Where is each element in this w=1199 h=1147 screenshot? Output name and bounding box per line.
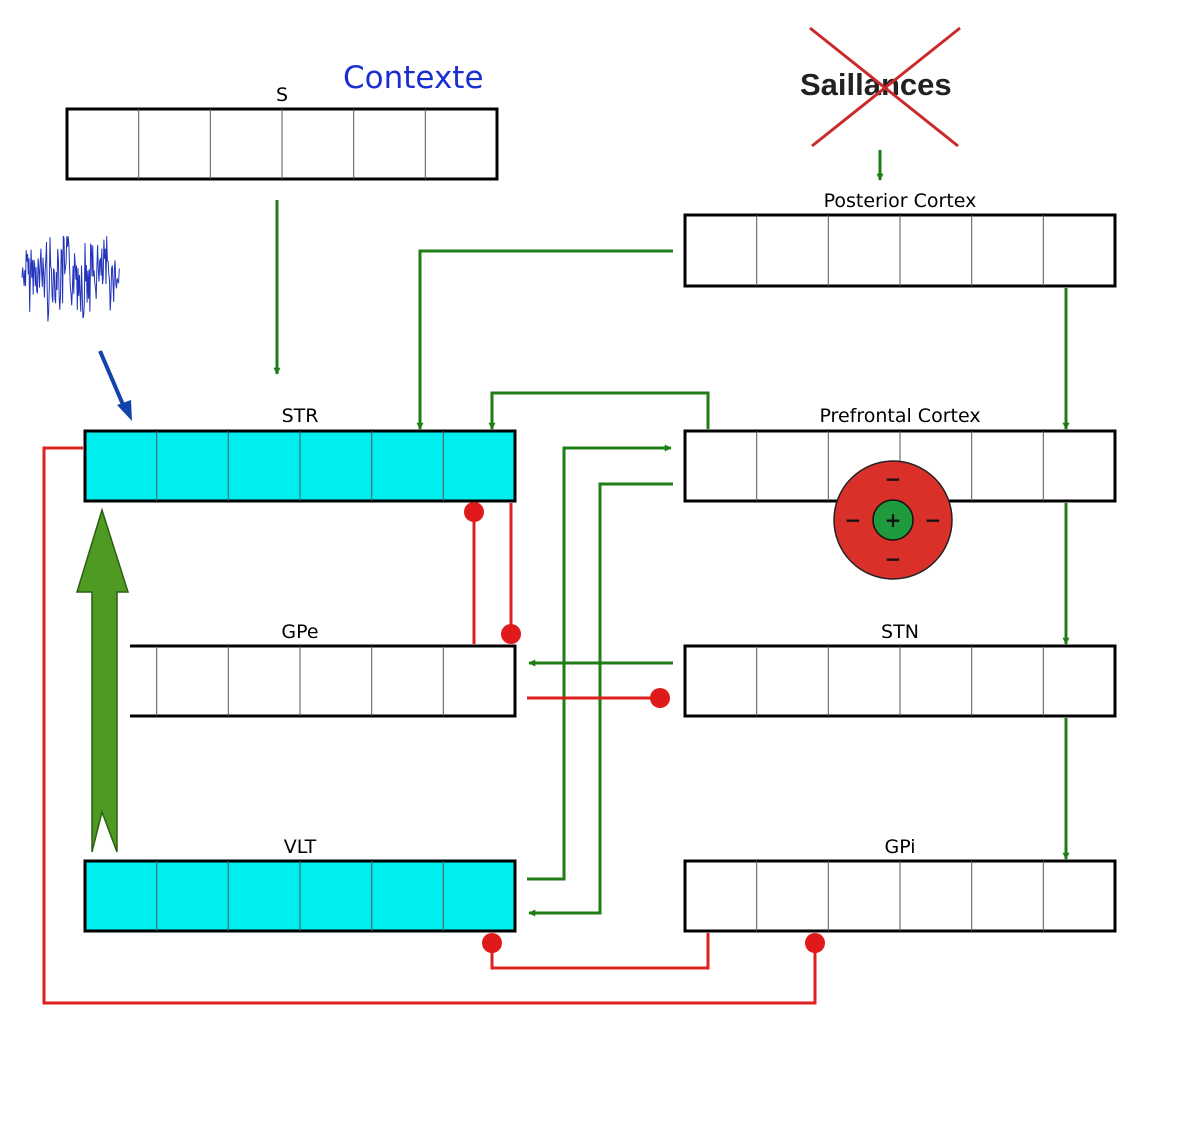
center-surround-icon: + − − − − [833,460,953,580]
s-label: S [276,84,288,106]
arrow-vlt-to-prefrontal [527,444,672,881]
arrow-noise-to-str [98,350,126,408]
inhibit-dot-stn [650,688,670,708]
layer-gpi [683,859,1117,933]
stn-label: STN [881,621,919,643]
inhibit-dot-str [464,502,484,522]
link-gpi-to-vlt [490,933,710,970]
inhibit-dot-vlt [482,933,502,953]
context-title: Contexte [343,60,484,96]
minus-sign-top: − [885,467,902,491]
arrow-prefrontal-to-str [488,391,710,430]
gpe-label: GPe [281,621,318,643]
plus-sign: + [885,508,902,532]
layer-posterior-cortex [683,213,1117,288]
prefrontal-cortex-label: Prefrontal Cortex [819,405,980,427]
big-up-arrow-icon [75,507,130,853]
inhibitory-connections [42,446,817,1005]
arrow-noise-head [117,400,132,421]
minus-sign-left: − [845,508,862,532]
inhibitory-terminals [464,502,825,953]
layer-s [65,107,499,181]
minus-sign-bottom: − [885,547,902,571]
link-str-to-gpi [42,446,817,1005]
layer-vlt [83,859,517,933]
vlt-label: VLT [284,836,317,858]
arrow-posterior-to-str [416,249,673,430]
inhibit-dot-gpi [805,933,825,953]
posterior-cortex-label: Posterior Cortex [824,190,977,212]
layer-stn [683,644,1117,718]
inhibit-dot-gpe [501,624,521,644]
cross-out-icon [809,26,961,148]
layer-str [83,429,517,503]
minus-sign-right: − [925,508,942,532]
noise-signal-icon [21,235,120,322]
layer-gpe [130,644,517,718]
gpi-label: GPi [884,836,915,858]
str-label: STR [282,405,319,427]
